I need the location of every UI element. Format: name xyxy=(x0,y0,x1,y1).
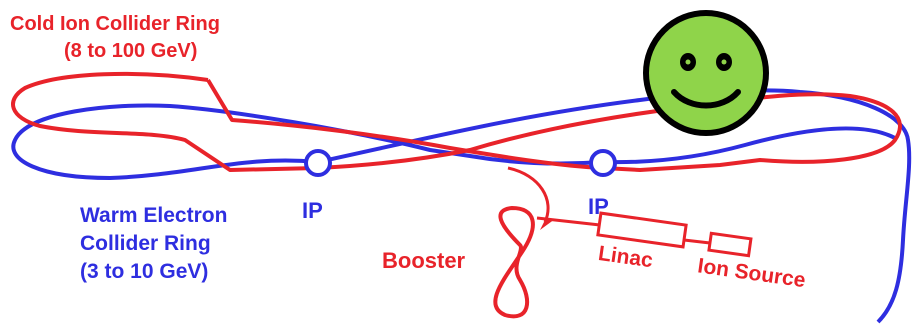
linac-line xyxy=(536,211,753,258)
cold-ring-label-line1: Cold Ion Collider Ring xyxy=(10,13,220,35)
warm-ring-label-line3: (3 to 10 GeV) xyxy=(80,260,208,283)
booster-ring xyxy=(493,205,535,319)
warm-ring-label-line2: Collider Ring xyxy=(80,232,211,255)
ion-source-label: Ion Source xyxy=(696,254,807,292)
booster-label: Booster xyxy=(382,248,466,273)
ip-right-marker xyxy=(589,149,617,177)
ion-collider-ring xyxy=(11,71,902,172)
warm-ring-label-line1: Warm Electron xyxy=(80,204,227,227)
smiley-face-icon xyxy=(643,10,769,136)
ion-source-box xyxy=(707,231,753,258)
ip-left-marker xyxy=(304,149,332,177)
linac-label: Linac xyxy=(597,242,655,272)
linac-box xyxy=(596,211,688,249)
ip-left-label: IP xyxy=(302,198,323,223)
injection-line xyxy=(507,166,555,230)
ip-right-label: IP xyxy=(588,194,609,219)
cold-ring-label-line2: (8 to 100 GeV) xyxy=(64,40,197,62)
